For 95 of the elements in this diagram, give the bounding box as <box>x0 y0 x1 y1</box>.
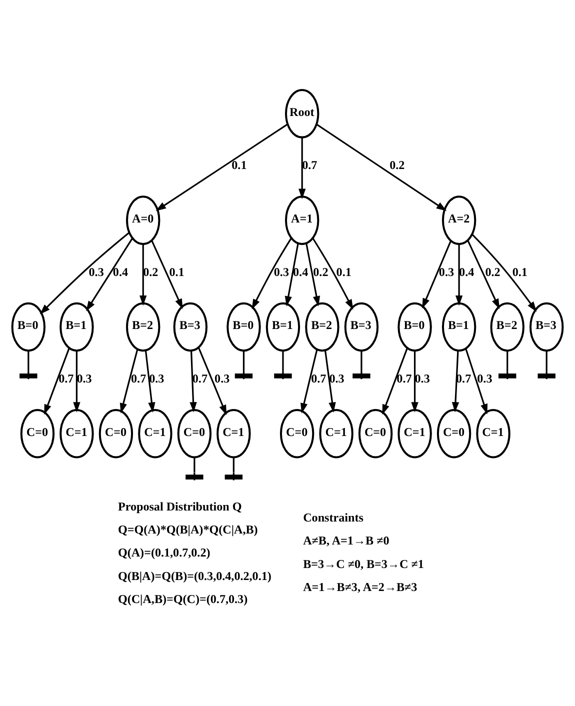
edge-label: 0.3 <box>438 264 454 279</box>
edge-label: 0.3 <box>329 371 344 386</box>
node-ellipse: B=1 <box>60 302 94 352</box>
edge-label: 0.2 <box>485 264 500 279</box>
arrow <box>190 350 197 412</box>
arrow <box>472 234 537 312</box>
node-ellipse: C=0 <box>436 408 472 458</box>
arrow <box>252 238 292 310</box>
node-ellipse: B=3 <box>344 302 379 352</box>
arrow <box>300 349 318 414</box>
edge-label: 0.3 <box>149 371 164 386</box>
node-ellipse: B=2 <box>305 302 340 352</box>
arrow <box>306 243 320 306</box>
node-ellipse: A=2 <box>442 196 476 245</box>
edge-label: 0.2 <box>313 264 328 279</box>
arrow <box>312 238 354 310</box>
edge-label: 0.1 <box>169 264 184 279</box>
label: B=3→C ≠0, B=3→C ≠1 <box>303 556 424 571</box>
node-ellipse: C=0 <box>98 408 134 458</box>
node-ellipse: C=1 <box>398 408 432 458</box>
node-ellipse: B=0 <box>398 302 432 352</box>
label: Q(A)=(0.1,0.7,0.2) <box>118 546 210 560</box>
label: Constraints <box>303 510 364 524</box>
node-ellipse: B=3 <box>530 302 564 352</box>
connector <box>28 350 30 380</box>
node-ellipse: Root <box>284 89 320 138</box>
node-ellipse: C=1 <box>319 408 354 458</box>
edge-label: 0.3 <box>76 371 92 386</box>
connector <box>194 458 196 480</box>
arrow <box>151 240 183 310</box>
arrow <box>73 350 80 412</box>
connector <box>242 350 245 380</box>
edge-label: 0.4 <box>293 264 308 279</box>
arrow <box>452 350 460 412</box>
arrow <box>455 244 463 306</box>
arrow <box>298 137 306 200</box>
arrow <box>382 348 408 415</box>
edge-label: 0.1 <box>232 158 247 172</box>
arrow <box>465 348 488 414</box>
edge-label: 0.7 <box>396 371 412 386</box>
arrow <box>44 348 70 415</box>
arrow <box>324 350 336 413</box>
node-ellipse: B=1 <box>266 302 300 352</box>
node-ellipse: C=0 <box>358 408 393 458</box>
arrow <box>422 240 452 309</box>
node-ellipse: B=2 <box>490 302 524 352</box>
edge-label: 0.2 <box>390 158 405 172</box>
node-ellipse: C=0 <box>177 408 212 458</box>
arrow <box>467 240 500 310</box>
connector <box>360 350 362 380</box>
connector <box>232 458 234 480</box>
arrow <box>284 243 299 306</box>
node-ellipse: B=0 <box>11 302 46 352</box>
edge-label: 0.3 <box>214 371 230 386</box>
node-ellipse: B=3 <box>173 302 208 352</box>
label: Q=Q(A)*Q(B|A)*Q(C|A,B) <box>118 522 258 537</box>
label: A=1→B≠3, A=2→B≠3 <box>303 580 418 594</box>
edge-label: 0.7 <box>192 371 208 386</box>
node-ellipse: C=1 <box>216 408 251 458</box>
edge-label: 0.7 <box>58 371 74 386</box>
node-ellipse: C=0 <box>280 408 314 458</box>
label: Proposal Distribution Q <box>118 499 242 514</box>
connector <box>506 350 508 380</box>
node-ellipse: A=0 <box>126 196 160 245</box>
arrow <box>120 349 138 414</box>
edge-label: 0.3 <box>88 264 104 279</box>
edge-label: 0.4 <box>112 264 128 279</box>
arrow <box>316 124 447 212</box>
node-ellipse: C=0 <box>20 408 55 458</box>
node-ellipse: C=1 <box>476 408 510 458</box>
edge-label: 0.7 <box>311 371 326 386</box>
node-ellipse: C=1 <box>138 408 172 458</box>
arrow <box>86 238 134 312</box>
node-ellipse: A=1 <box>284 196 320 245</box>
arrow <box>198 347 227 416</box>
node-ellipse: B=0 <box>226 302 261 352</box>
arrow <box>140 244 147 306</box>
connector <box>282 350 284 380</box>
node-ellipse: B=2 <box>126 302 160 352</box>
edge-label: 0.1 <box>512 264 528 279</box>
edge-label: 0.3 <box>414 371 430 386</box>
node-ellipse: C=1 <box>60 408 94 458</box>
label: A≠B, A=1→B ≠0 <box>303 534 390 548</box>
label: Q(C|A,B)=Q(C)=(0.7,0.3) <box>118 592 248 606</box>
arrow <box>411 350 418 412</box>
connector <box>546 350 548 380</box>
edge-label: 0.3 <box>477 371 492 386</box>
node-ellipse: B=1 <box>442 302 476 352</box>
edge-label: 0.1 <box>336 264 352 279</box>
edge-label: 0.7 <box>131 371 146 386</box>
label: Q(B|A)=Q(B)=(0.3,0.4,0.2,0.1) <box>118 568 272 583</box>
arrow <box>156 124 288 212</box>
edge-label: 0.3 <box>274 264 289 279</box>
arrow <box>40 232 130 314</box>
arrow <box>144 350 156 413</box>
